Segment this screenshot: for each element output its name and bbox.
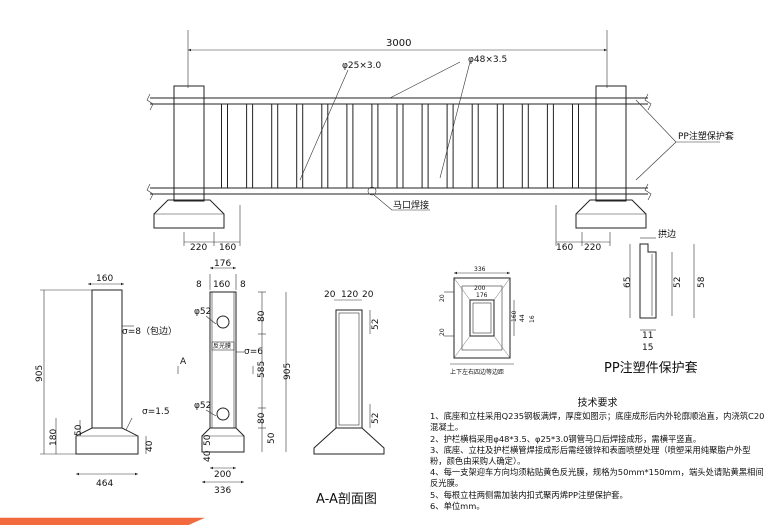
baluster: [396, 103, 404, 189]
side-right-dim-50: 50: [267, 432, 277, 444]
tech-item-4: 4、每一支架迎车方向均须粘贴黄色反光膜，规格为50mm*150mm，端头处请贴黄…: [430, 467, 764, 489]
side-bottom-dim-336: 336: [214, 486, 231, 496]
side-top-dim-176: 176: [214, 259, 231, 269]
aa-right-dim-52b: 52: [371, 413, 381, 424]
side-bottom-dim-200: 200: [214, 470, 231, 480]
side-height-dim: 905: [283, 363, 293, 380]
side-right-dim-80a: 80: [257, 310, 267, 322]
baluster: [496, 103, 504, 189]
plan-inner-dim-200: 200: [474, 285, 486, 292]
phi52-upper: φ52: [194, 307, 211, 317]
plan-left-dim-20a: 20: [439, 294, 446, 302]
side-right-dim-585: 585: [257, 361, 267, 378]
side-base-dim-50: 50: [203, 434, 213, 446]
baluster: [421, 103, 429, 189]
baluster: [471, 103, 479, 189]
aa-top-dim-20a: 20: [324, 290, 336, 300]
baluster: [271, 103, 279, 189]
width-dim: 3000: [386, 38, 411, 49]
pipe-small-label: φ25×3.0: [342, 61, 382, 71]
post-base-width: 464: [96, 479, 113, 489]
pp-dim-58: 58: [697, 276, 707, 288]
tech-item-1: 1、底座和立柱采用Q235钢板满焊，厚度如图示；底座成形后内外轮廓顺治直，内浇筑…: [430, 411, 765, 433]
right-base-dim-1: 160: [556, 243, 573, 253]
sigma-6-label: σ=6: [244, 347, 263, 357]
base-plan: 336 200 176 160 44 20 20 16 上下左右四边等边距: [439, 266, 536, 376]
technical-requirements: 技术要求 1、底座和立柱采用Q235钢板满焊，厚度如图示；底座成形后内外轮廓顺治…: [430, 398, 765, 512]
pp-dim-11: 11: [642, 331, 653, 341]
accent-bar: [0, 517, 205, 525]
baluster: [246, 103, 254, 189]
tech-item-6: 6、单位mm。: [430, 500, 485, 511]
tech-item-3: 3、底座、立柱及护栏横管焊接成形后需经镀锌和表面喷塑处理（喷塑采用纯聚脂户外型粉…: [430, 444, 751, 467]
post-top-dim: 160: [96, 274, 113, 284]
pp-cover-label: PP注塑保护套: [678, 130, 734, 142]
plan-outer-dim: 336: [474, 266, 486, 273]
tech-item-5: 5、每根立柱两侧需加装内扣式聚丙烯PP注塑保护套。: [430, 489, 628, 500]
post-base-dim-40: 40: [145, 440, 155, 452]
aa-top-dim-20b: 20: [362, 290, 374, 300]
baluster: [321, 103, 329, 189]
right-base-dim-2: 220: [584, 243, 601, 253]
plan-side-dim-160: 160: [511, 310, 518, 322]
side-base-dim-40: 40: [203, 450, 213, 462]
pp-dim-15: 15: [642, 343, 653, 353]
aa-title: A-A剖面图: [316, 492, 377, 507]
front-view: 3000 φ25×3.0 φ48×3.5 PP注塑保护套: [146, 30, 734, 253]
baluster: [371, 103, 379, 189]
reflector-label: 反光膜: [213, 342, 231, 350]
balusters: [221, 103, 579, 189]
baluster: [296, 103, 304, 189]
post-height-dim: 905: [35, 365, 45, 382]
section-aa: 20 120 20 52 52 A-A剖面图: [313, 290, 385, 507]
left-base-dim-1: 220: [190, 243, 207, 253]
plan-side-dim-44: 44: [519, 314, 526, 322]
tech-title: 技术要求: [577, 398, 618, 409]
post-side-view: 176 8 160 8 反光膜 φ52 φ52 σ=6 A 80 585: [177, 259, 293, 496]
aa-top-dim-120: 120: [341, 290, 358, 300]
side-right-dim-80b: 80: [257, 412, 267, 424]
baluster: [572, 103, 579, 189]
post-base-dim-50: 50: [74, 424, 84, 436]
sigma-8-label: σ=8（包边）: [122, 325, 177, 337]
baluster: [346, 103, 354, 189]
pp-title: PP注塑件保护套: [604, 360, 698, 376]
plan-left-dim-20b: 20: [439, 328, 446, 336]
pp-dim-65: 65: [623, 277, 633, 288]
baluster: [546, 103, 554, 189]
pp-edge-label: 拱边: [658, 228, 676, 240]
baluster: [521, 103, 529, 189]
baluster: [221, 103, 228, 189]
weld-label: 马口焊接: [393, 199, 429, 211]
sigma-1-5-label: σ=1.5: [142, 407, 170, 417]
pp-cover-detail: 拱边 65 52 58 11 15 PP注塑件保护套: [604, 228, 707, 376]
plan-note: 上下左右四边等边距: [450, 368, 504, 376]
left-base-dim-2: 160: [219, 243, 236, 253]
post-elevation: 160 905 180 50 40 464 σ=8（包边） σ=1.5: [35, 274, 177, 489]
plan-inner-dim-176: 176: [476, 292, 488, 299]
plan-side-dim-16: 16: [529, 315, 536, 323]
tech-item-2: 2、护栏横档采用φ48*3.5、φ25*3.0钢管马口后焊接成形，需横平竖直。: [430, 433, 702, 444]
pipe-large-label: φ48×3.5: [468, 55, 507, 65]
post-base-dim-180: 180: [49, 429, 59, 446]
side-top-dim-8a: 8: [196, 280, 202, 290]
side-top-dim-160: 160: [213, 280, 230, 290]
section-mark-left: A: [180, 357, 187, 367]
phi52-lower: φ52: [194, 401, 211, 411]
baluster: [446, 103, 454, 189]
side-top-dim-8b: 8: [240, 280, 246, 290]
pp-dim-52: 52: [673, 277, 683, 288]
aa-right-dim-52a: 52: [371, 319, 381, 330]
